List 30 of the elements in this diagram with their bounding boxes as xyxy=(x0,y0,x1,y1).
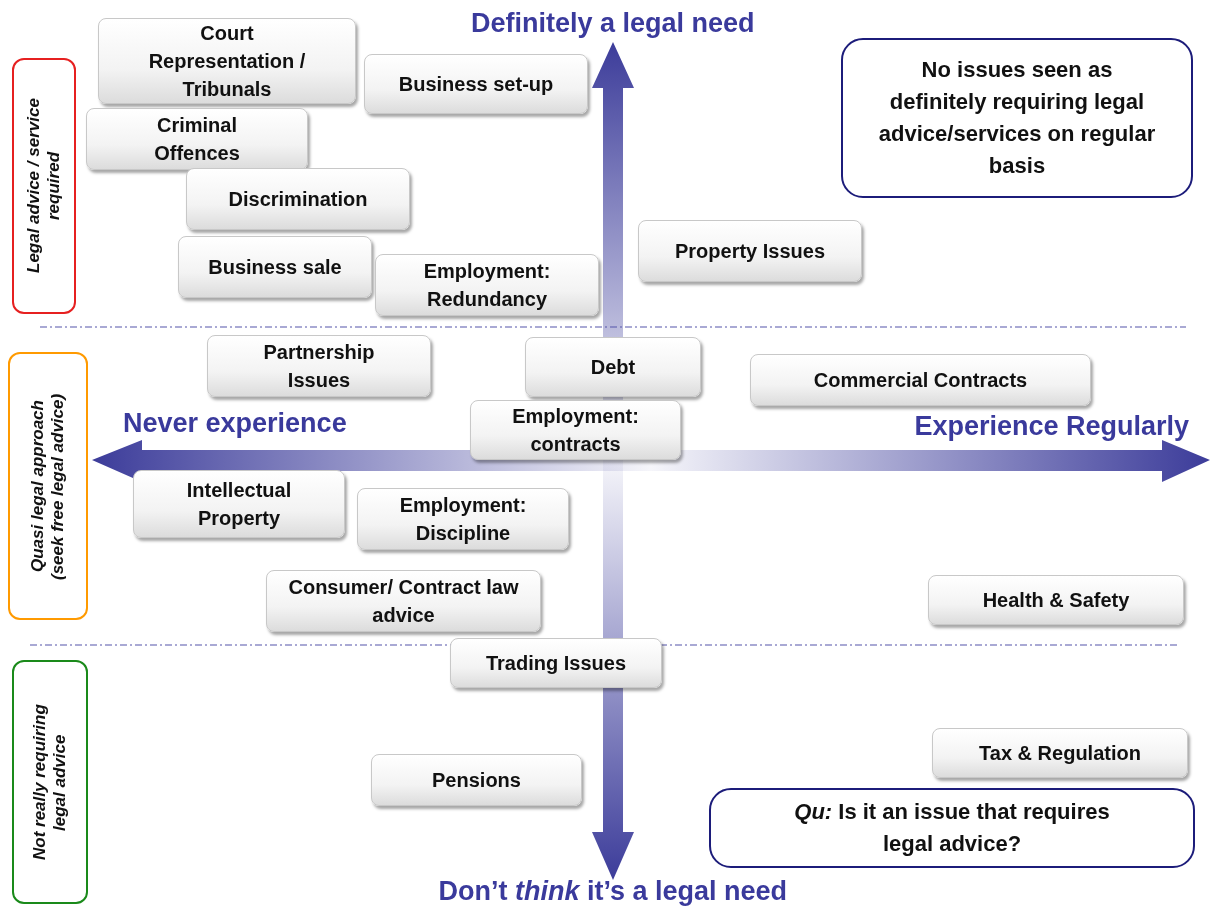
issue-box: Debt xyxy=(525,337,701,397)
category-box xyxy=(12,660,88,904)
category-text: Quasi legal approach (seek free legal advice) xyxy=(28,391,68,582)
issue-box: Employment: Discipline xyxy=(357,488,569,550)
axis-label: Experience Regularly xyxy=(914,411,1190,442)
issue-box: Consumer/ Contract law advice xyxy=(266,570,541,632)
category-box xyxy=(8,352,88,620)
callout-box: Qu: Is it an issue that requires legal advice? xyxy=(709,788,1195,868)
issue-box: Employment: Redundancy xyxy=(375,254,599,316)
issue-box: Commercial Contracts xyxy=(750,354,1091,406)
issue-box: Health & Safety xyxy=(928,575,1184,625)
issue-box: Trading Issues xyxy=(450,638,662,688)
issue-box: Employment: contracts xyxy=(470,400,681,460)
category-text: Not really requiring legal advice xyxy=(30,703,70,862)
issue-box: Pensions xyxy=(371,754,582,806)
issue-box: Business set-up xyxy=(364,54,588,114)
axis-label: Definitely a legal need xyxy=(471,8,755,39)
issue-box: Criminal Offences xyxy=(86,108,308,170)
issue-box: Intellectual Property xyxy=(133,470,345,538)
category-text: Legal advice / service required xyxy=(24,97,64,276)
issue-box: Tax & Regulation xyxy=(932,728,1188,778)
issue-box: Court Representation / Tribunals xyxy=(98,18,356,104)
callout-box: No issues seen as definitely requiring legal advice/services on regular basis xyxy=(841,38,1193,198)
issue-box: Business sale xyxy=(178,236,372,298)
issue-box: Partnership Issues xyxy=(207,335,431,397)
category-box xyxy=(12,58,76,314)
axis-label: Never experience xyxy=(123,408,347,439)
issue-box: Discrimination xyxy=(186,168,410,230)
issue-box: Property Issues xyxy=(638,220,862,282)
axis-label: Don’t think it’s a legal need xyxy=(438,876,788,907)
